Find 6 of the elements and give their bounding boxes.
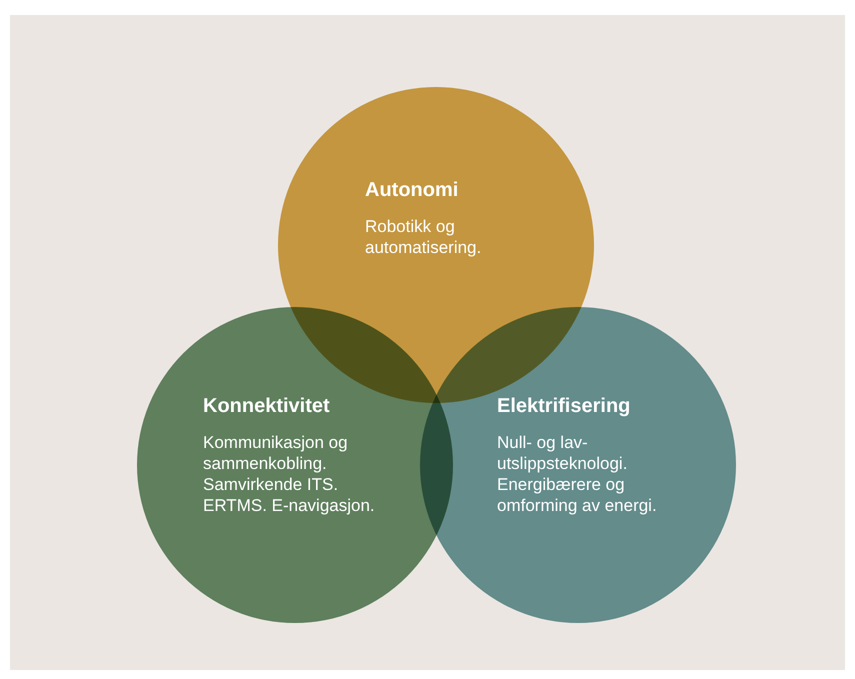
circle-description: Robotikk og automatisering. <box>365 216 482 258</box>
circle-description: Null- og lav- utslippsteknologi. Energibærere og omforming av energi. <box>497 432 658 516</box>
circle-description: Kommunikasjon og sammenkobling. Samvirkende ITS. ERTMS. E-navigasjon. <box>203 432 376 516</box>
circle-heading: Elektrifisering <box>497 395 632 418</box>
circle-heading: Konnektivitet <box>203 395 331 418</box>
circle-heading: Autonomi <box>365 179 460 202</box>
